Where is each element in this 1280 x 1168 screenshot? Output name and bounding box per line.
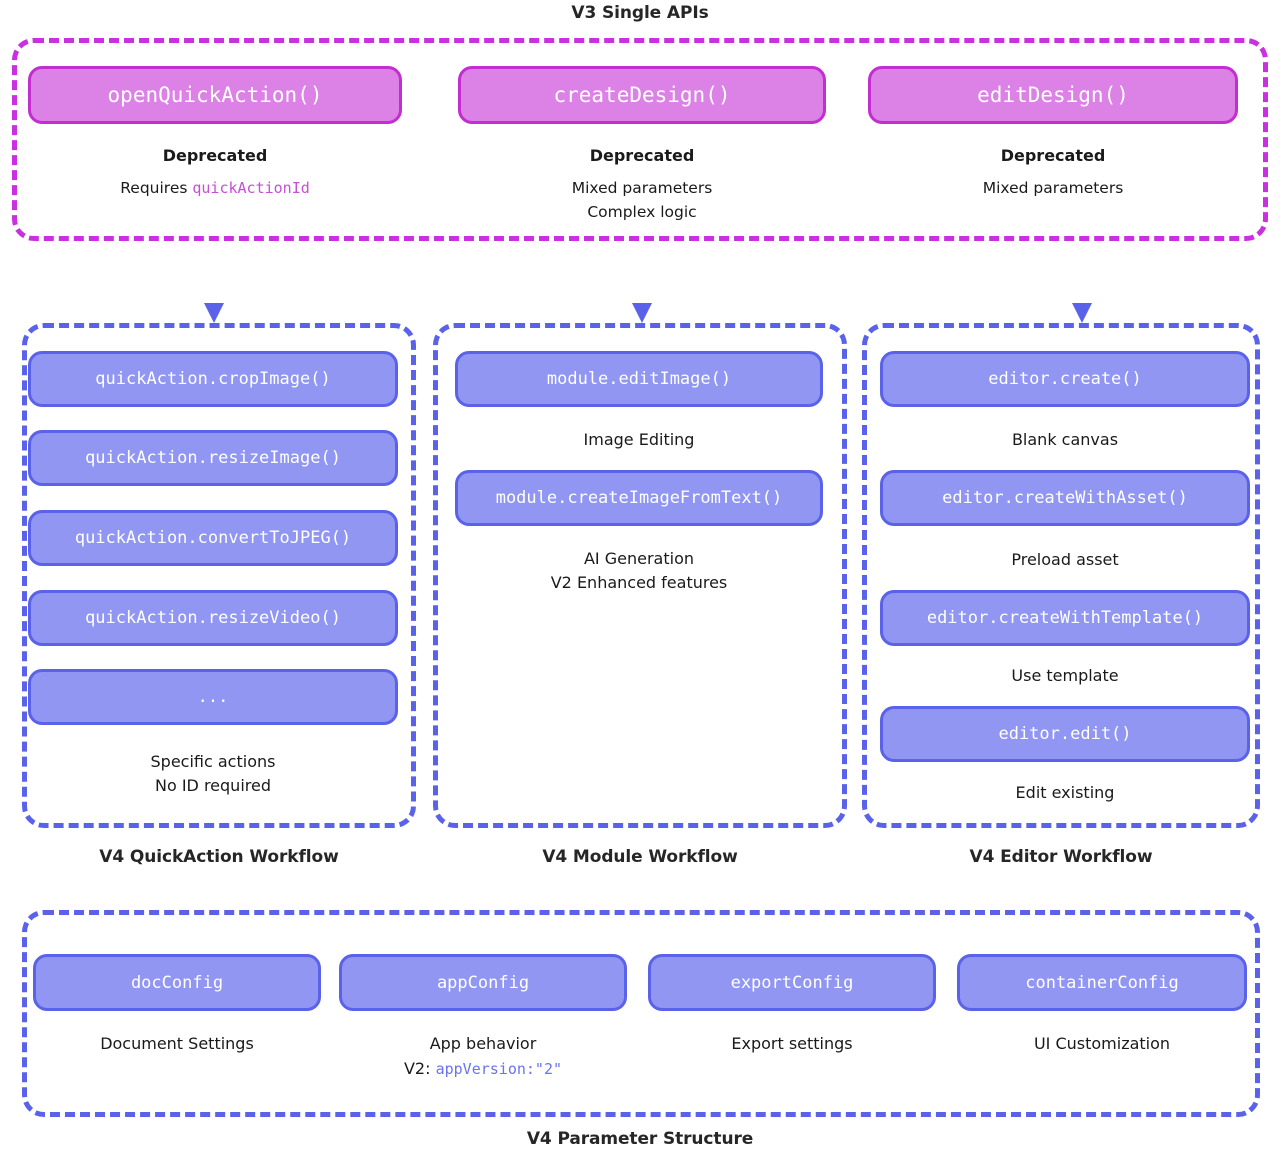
- pill-container-config[interactable]: containerConfig: [957, 954, 1247, 1011]
- param-caption-app-config-v2: V2: appVersion:"2": [339, 1057, 627, 1081]
- pill-quickaction-resize-video[interactable]: quickAction.resizeVideo(): [28, 590, 398, 646]
- param-caption-export-config: Export settings: [731, 1034, 853, 1053]
- editor-caption-3: Edit existing: [1015, 783, 1115, 802]
- pill-export-config[interactable]: exportConfig: [648, 954, 936, 1011]
- v3-note-0-prefix: Requires: [120, 179, 193, 197]
- api-pill-open-quick-action[interactable]: openQuickAction(): [28, 66, 402, 124]
- group-v4-parameter-structure: [22, 910, 1260, 1117]
- pill-editor-create-with-template[interactable]: editor.createWithTemplate(): [880, 590, 1250, 646]
- param-caption-app-config: App behavior: [429, 1034, 537, 1053]
- param-caption-doc-config: Document Settings: [100, 1034, 254, 1053]
- editor-caption-0: Blank canvas: [1011, 430, 1119, 449]
- pill-editor-create-with-asset[interactable]: editor.createWithAsset(): [880, 470, 1250, 526]
- v3-status-0: Deprecated: [162, 146, 268, 165]
- api-pill-edit-design[interactable]: editDesign(): [868, 66, 1238, 124]
- v3-note-0-code: quickActionId: [192, 179, 310, 197]
- v3-note-2: Mixed parameters: [982, 179, 1124, 197]
- param-v2-code: appVersion:"2": [435, 1060, 563, 1078]
- module-caption-1: AI Generation V2 Enhanced features: [550, 549, 728, 592]
- api-pill-create-design[interactable]: createDesign(): [458, 66, 826, 124]
- section-title-parameter-structure: V4 Parameter Structure: [526, 1129, 754, 1149]
- pill-quickaction-crop-image[interactable]: quickAction.cropImage(): [28, 351, 398, 407]
- v3-status-1: Deprecated: [589, 146, 695, 165]
- pill-editor-edit[interactable]: editor.edit(): [880, 706, 1250, 762]
- v3-note-1: Mixed parameters Complex logic: [571, 179, 713, 221]
- param-caption-container-config: UI Customization: [1033, 1034, 1171, 1053]
- pill-quickaction-convert-to-jpeg[interactable]: quickAction.convertToJPEG(): [28, 510, 398, 566]
- arrow-v3-to-module: [632, 241, 652, 323]
- group-v4-quickaction: [22, 323, 416, 828]
- editor-caption-2: Use template: [1011, 666, 1119, 685]
- section-title-quickaction: V4 QuickAction Workflow: [99, 847, 339, 867]
- pill-module-edit-image[interactable]: module.editImage(): [455, 351, 823, 407]
- section-title-v3: V3 Single APIs: [571, 3, 709, 23]
- group-v4-module: [433, 323, 847, 828]
- arrow-v3-to-editor: [1072, 241, 1092, 323]
- v3-note-0: Requires quickActionId: [28, 176, 402, 200]
- section-title-module: V4 Module Workflow: [542, 847, 738, 867]
- module-caption-0: Image Editing: [583, 430, 695, 449]
- arrow-v3-to-quickaction: [204, 241, 224, 323]
- pill-module-create-image-from-text[interactable]: module.createImageFromText(): [455, 470, 823, 526]
- pill-doc-config[interactable]: docConfig: [33, 954, 321, 1011]
- pill-quickaction-resize-image[interactable]: quickAction.resizeImage(): [28, 430, 398, 486]
- pill-editor-create[interactable]: editor.create(): [880, 351, 1250, 407]
- section-title-editor: V4 Editor Workflow: [969, 847, 1153, 867]
- pill-app-config[interactable]: appConfig: [339, 954, 627, 1011]
- v3-status-2: Deprecated: [1000, 146, 1106, 165]
- quickaction-footer-note: Specific actions No ID required: [150, 752, 276, 795]
- param-v2-prefix: V2:: [403, 1059, 436, 1078]
- pill-quickaction-more[interactable]: ...: [28, 669, 398, 725]
- editor-caption-1: Preload asset: [1011, 550, 1119, 569]
